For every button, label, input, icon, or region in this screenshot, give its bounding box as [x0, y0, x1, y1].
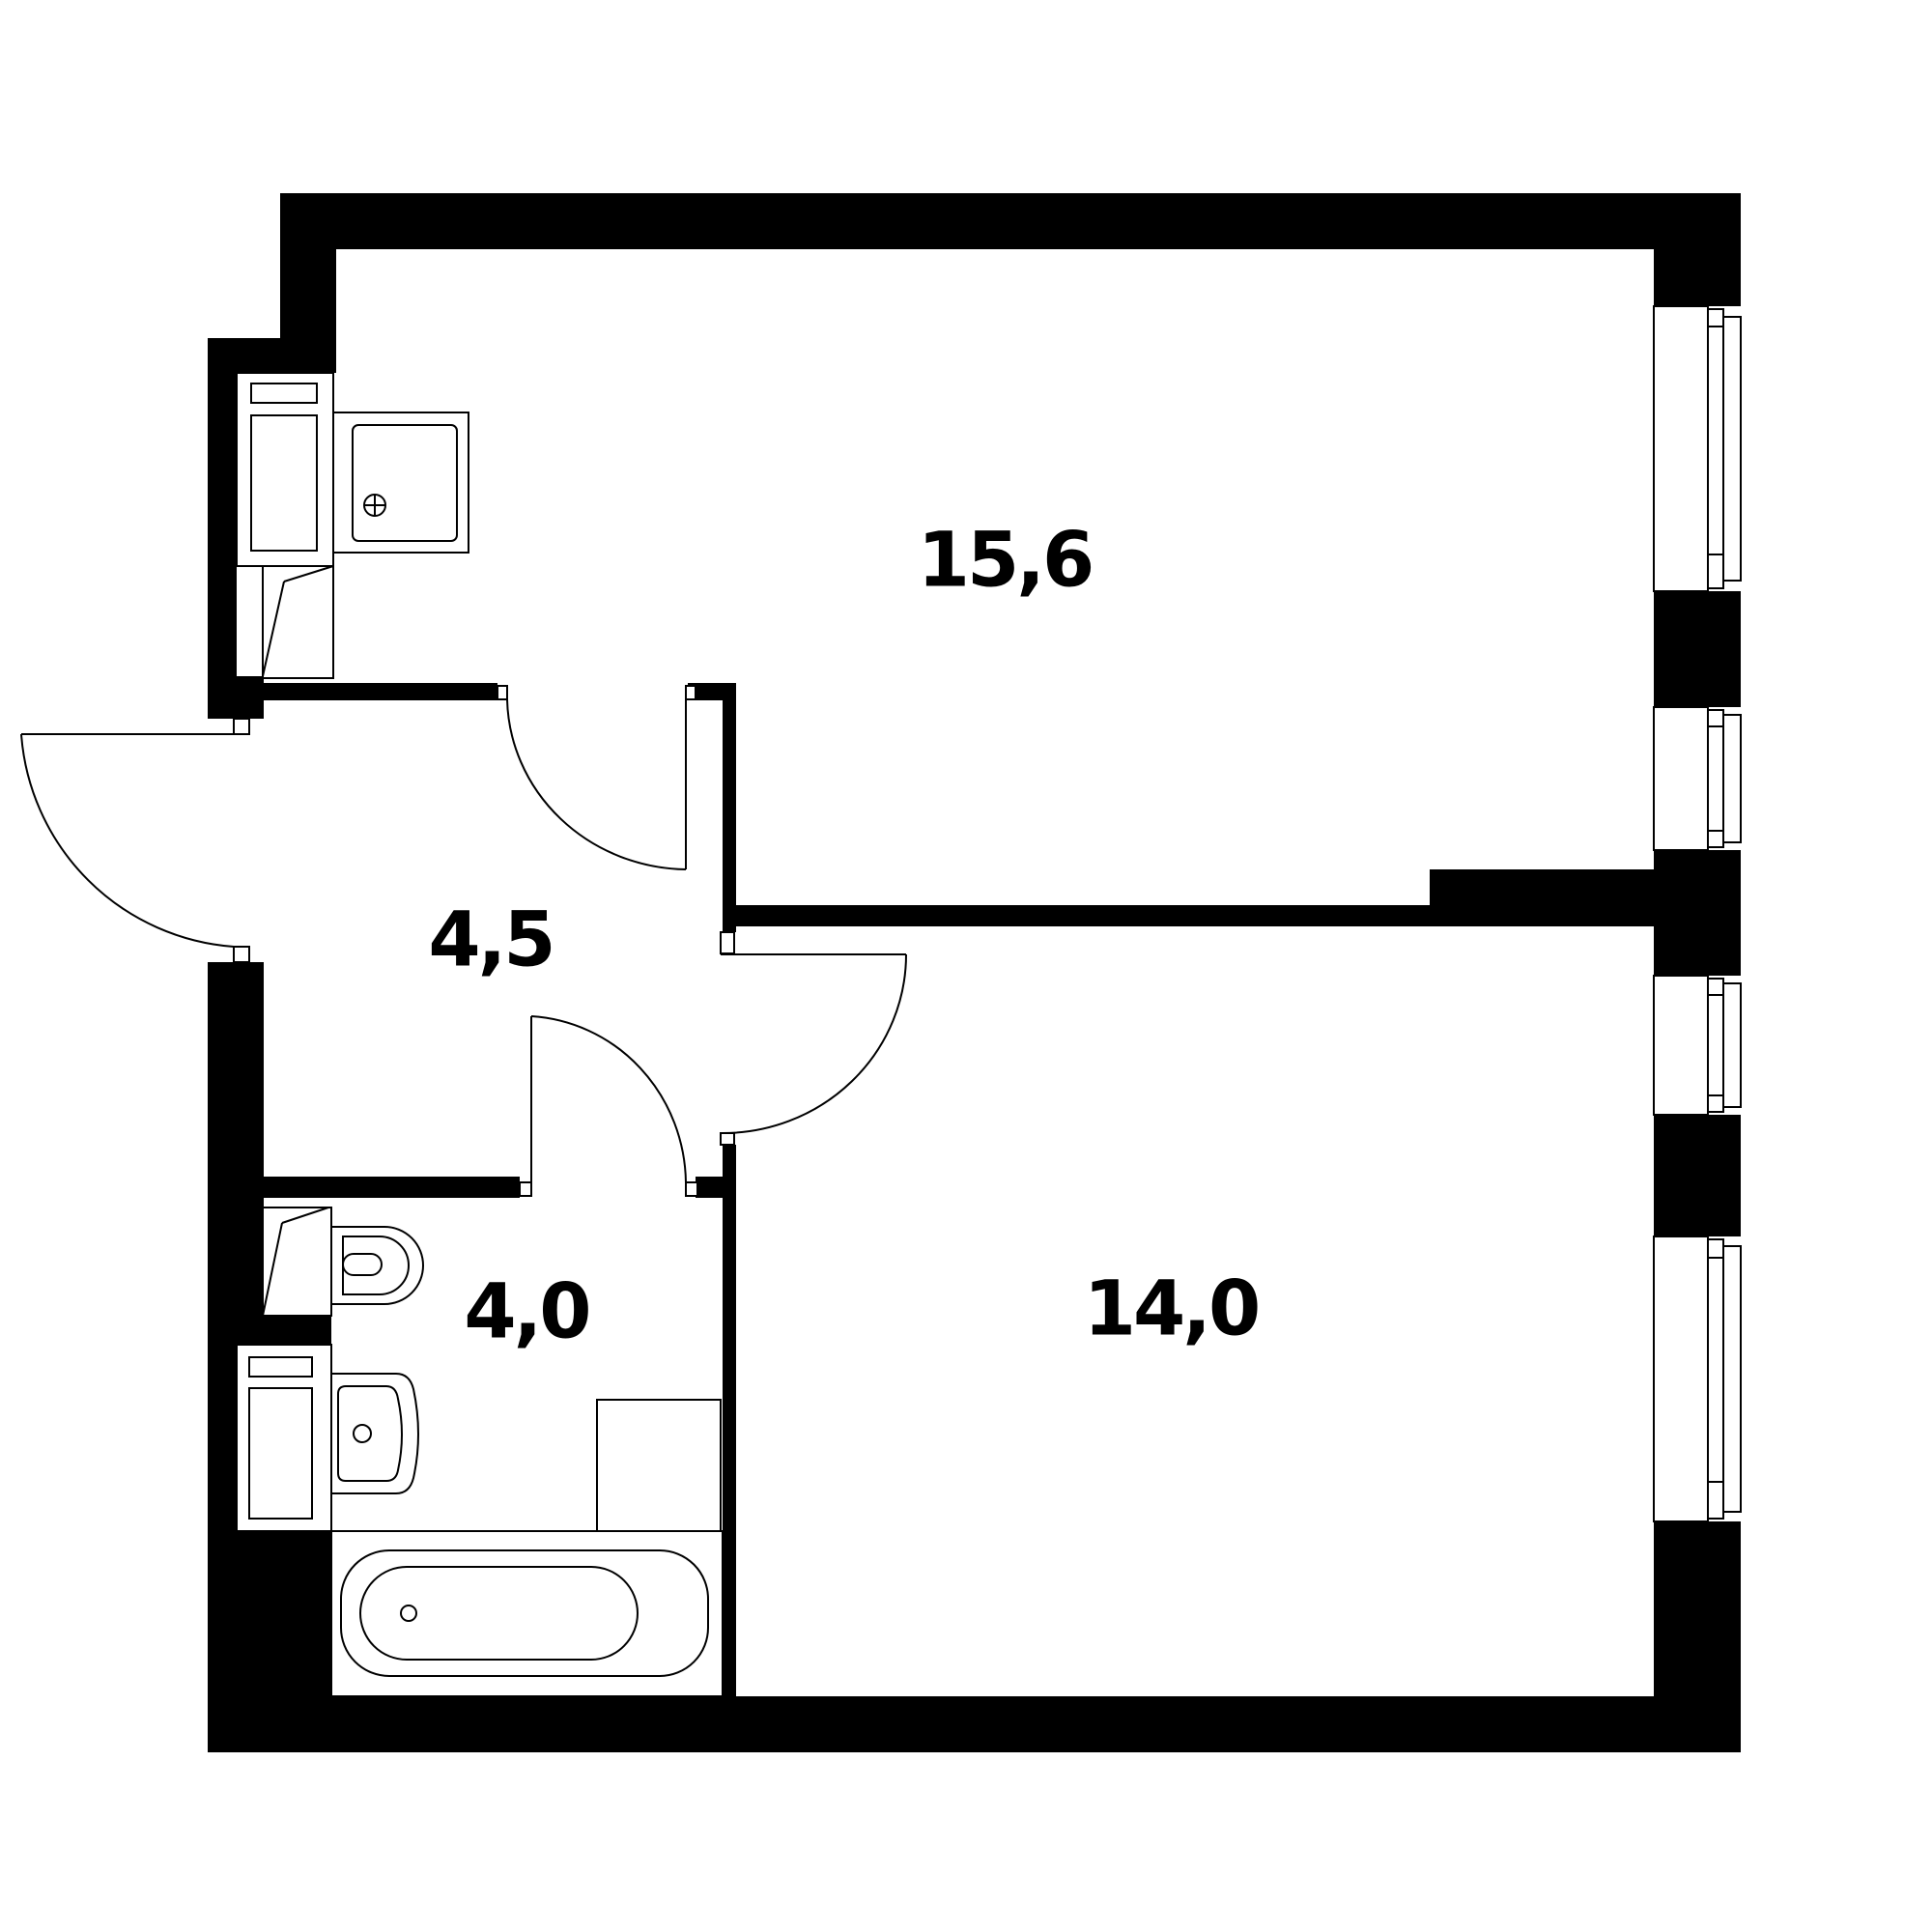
window-bedroom-2: [1653, 1236, 1742, 1522]
room-area-living-room: 15,6: [918, 517, 1092, 604]
wardrobe-upper: [236, 372, 334, 567]
bedroom-door[interactable]: [720, 931, 907, 1146]
cabinet-bathroom: [596, 1399, 722, 1532]
room-labels: 15,6 4,5 4,0 14,0: [428, 517, 1261, 1355]
window-bedroom-1: [1653, 975, 1742, 1116]
wall-hall-bath-stub: [696, 1177, 724, 1198]
wall-living-bedroom-step: [1430, 869, 1654, 926]
wall-right-seg3: [1654, 850, 1741, 976]
wall-top: [280, 193, 1741, 249]
window-living-2: [1653, 706, 1742, 851]
wall-living-bedroom: [723, 905, 1654, 926]
wall-right-bottom: [1654, 1521, 1741, 1752]
wall-hall-living: [261, 683, 497, 700]
wall-bottom: [208, 1696, 1741, 1752]
toilet: [330, 1226, 424, 1305]
interior-walls: [235, 676, 1654, 1700]
wall-hall-left: [237, 962, 264, 1198]
wall-living-vertical: [723, 683, 736, 932]
washbasin: [330, 1373, 419, 1494]
wall-hall-left-top: [237, 676, 264, 719]
doors: [20, 685, 907, 1197]
wall-bath-niche-divider: [235, 1316, 331, 1345]
washing-machine: [236, 1344, 332, 1532]
entrance-door[interactable]: [20, 718, 250, 963]
fixtures: [236, 372, 724, 1697]
niche-upper: [262, 565, 334, 679]
windows: [1653, 305, 1742, 1522]
room-area-bathroom: 4,0: [464, 1268, 588, 1355]
living-room-door[interactable]: [497, 685, 696, 870]
room-area-bedroom: 14,0: [1084, 1265, 1258, 1352]
wall-bedroom-vertical: [723, 1145, 736, 1700]
bathtub: [330, 1530, 724, 1697]
window-living-1: [1653, 305, 1742, 592]
bathroom-door[interactable]: [519, 1015, 698, 1197]
wall-right-seg2: [1654, 591, 1741, 707]
wall-right-top: [1654, 193, 1741, 306]
wall-hall-bath: [261, 1177, 520, 1198]
cabinet-upper: [332, 412, 469, 554]
wall-left-upper: [208, 338, 237, 719]
wall-right-seg4: [1654, 1115, 1741, 1236]
niche-bathroom: [262, 1207, 332, 1317]
wall-bath-corner: [208, 1531, 331, 1752]
room-area-hallway: 4,5: [428, 896, 553, 983]
wall-top-left-stub: [280, 193, 336, 338]
